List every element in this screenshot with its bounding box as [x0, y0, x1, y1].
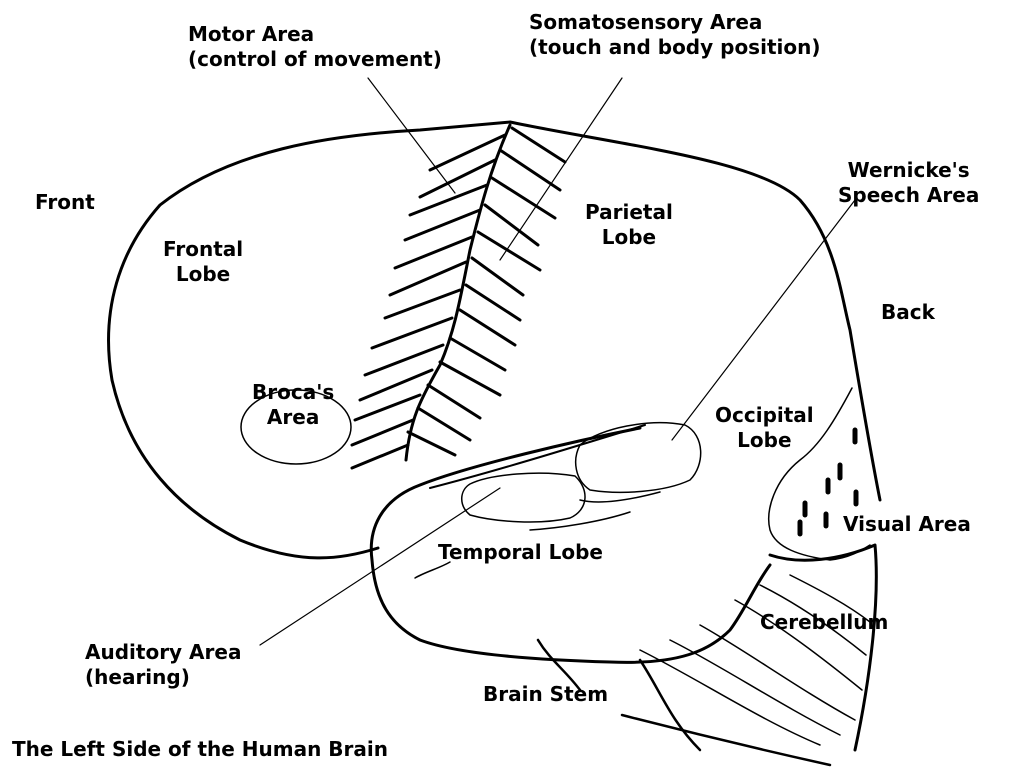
auditory-area-label: Auditory Area (hearing) — [85, 640, 241, 690]
wernicke-area-label: Wernicke's Speech Area — [838, 158, 979, 208]
brain-stem-label: Brain Stem — [483, 682, 608, 707]
somatosensory-area-hatching — [408, 128, 565, 455]
back-label: Back — [881, 300, 935, 325]
temporal-sulcus-1 — [580, 492, 660, 502]
occipital-lobe-label: Occipital Lobe — [715, 403, 814, 453]
wernicke-area-outline — [576, 423, 701, 493]
cerebellum-folium-1 — [640, 650, 820, 745]
cerebellum-label: Cerebellum — [760, 610, 888, 635]
motor-area-label: Motor Area (control of movement) — [188, 22, 442, 72]
frontal-lobe-label: Frontal Lobe — [163, 237, 243, 287]
cerebrum-outline — [109, 122, 880, 558]
somatosensory-area-label: Somatosensory Area (touch and body posit… — [529, 10, 820, 60]
front-label: Front — [35, 190, 95, 215]
motor-area-leader — [368, 78, 455, 193]
diagram-title: The Left Side of the Human Brain — [12, 737, 388, 762]
cerebellum-lower-edge — [622, 715, 830, 765]
visual-area-label: Visual Area — [843, 512, 971, 537]
cerebellum-outline — [770, 545, 876, 750]
brocas-area-label: Broca's Area — [252, 380, 334, 430]
auditory-area-outline — [462, 473, 585, 522]
temporal-lobe-label: Temporal Lobe — [438, 540, 603, 565]
motor-area-hatching — [352, 135, 505, 468]
cerebellum-folium-3 — [700, 625, 855, 720]
cerebellum-folium-2 — [670, 640, 840, 735]
parietal-lobe-label: Parietal Lobe — [585, 200, 673, 250]
auditory-area-leader — [260, 488, 500, 645]
brain-stem-right-edge — [640, 660, 700, 750]
